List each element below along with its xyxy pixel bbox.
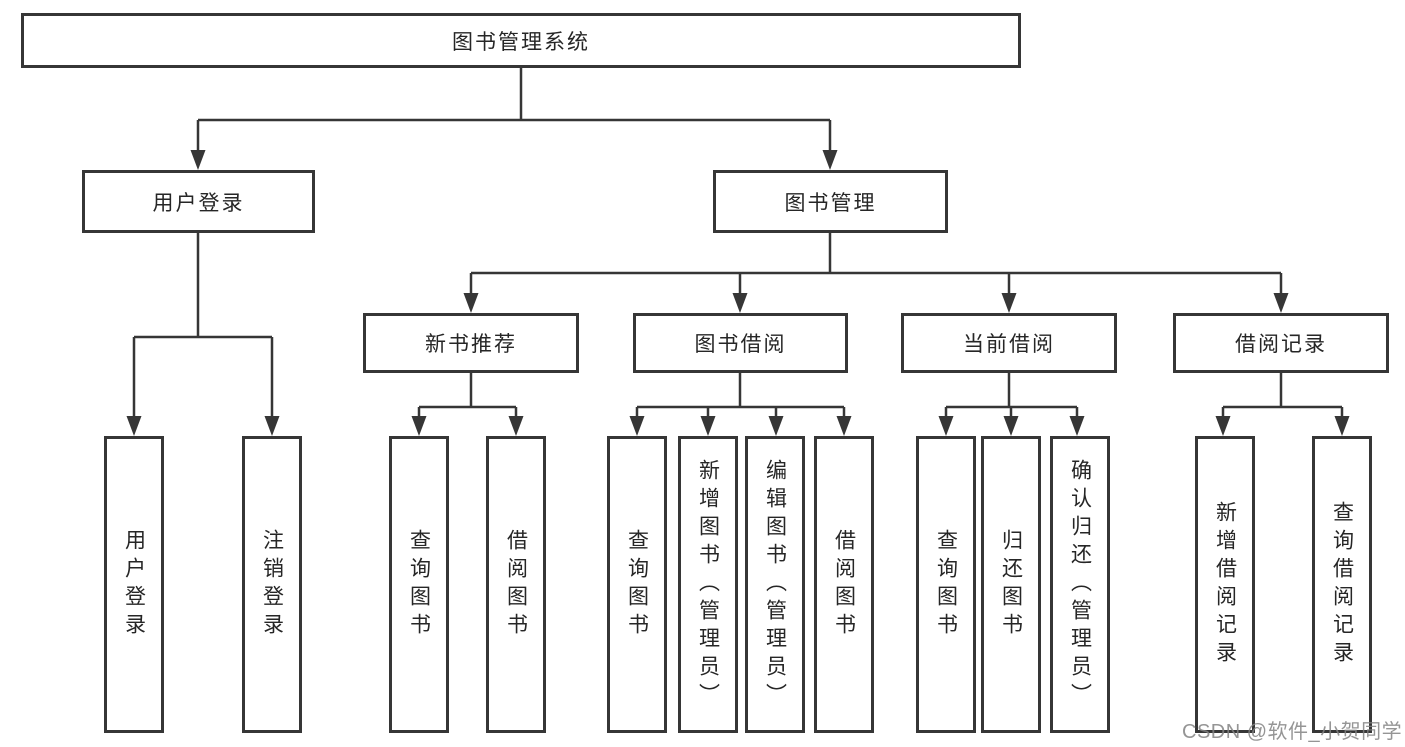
connector-recommend-to-leaves	[411, 373, 524, 436]
leaf-current-query-books-node: 查询图书	[916, 436, 976, 733]
leaf-record-add-borrow-record-node: 新增借阅记录	[1195, 436, 1255, 733]
leaf-recommend-query-books-label: 查询图书	[407, 528, 431, 641]
leaf-borrow-query-books-label: 查询图书	[625, 528, 649, 641]
leaf-record-add-borrow-record-label: 新增借阅记录	[1213, 500, 1237, 669]
book-borrow-node: 图书借阅	[633, 313, 848, 373]
user-login-branch-node: 用户登录	[82, 170, 315, 233]
book-management-branch-label: 图书管理	[784, 191, 877, 215]
leaf-borrow-edit-books-admin-node: 编辑图书（管理员）	[745, 436, 805, 733]
book-borrow-label: 图书借阅	[694, 333, 787, 356]
leaf-record-query-borrow-record-node: 查询借阅记录	[1312, 436, 1372, 733]
root-node: 图书管理系统	[21, 13, 1021, 68]
root-node-label: 图书管理系统	[452, 30, 590, 54]
connector-record-to-leaves	[1215, 373, 1350, 436]
leaf-logout-node: 注销登录	[242, 436, 302, 733]
leaf-current-return-books-label: 归还图书	[999, 528, 1023, 641]
user-login-branch-label: 用户登录	[152, 191, 245, 215]
leaf-current-confirm-return-admin-label: 确认归还（管理员）	[1068, 458, 1092, 711]
leaf-logout-label: 注销登录	[260, 528, 284, 641]
leaf-recommend-borrow-books-node: 借阅图书	[486, 436, 546, 733]
book-management-branch-node: 图书管理	[713, 170, 948, 233]
current-borrow-node: 当前借阅	[901, 313, 1117, 373]
current-borrow-label: 当前借阅	[963, 333, 1055, 356]
borrow-record-label: 借阅记录	[1235, 333, 1327, 356]
leaf-record-query-borrow-record-label: 查询借阅记录	[1330, 500, 1354, 669]
connector-current-to-leaves	[938, 373, 1085, 436]
leaf-current-confirm-return-admin-node: 确认归还（管理员）	[1050, 436, 1110, 733]
borrow-record-node: 借阅记录	[1173, 313, 1389, 373]
connector-management-to-sections	[463, 233, 1289, 313]
leaf-borrow-borrow-books-label: 借阅图书	[832, 528, 856, 641]
leaf-current-query-books-label: 查询图书	[934, 528, 958, 641]
leaf-borrow-add-books-admin-label: 新增图书（管理员）	[696, 458, 720, 711]
leaf-borrow-edit-books-admin-label: 编辑图书（管理员）	[763, 458, 787, 711]
leaf-user-login-node: 用户登录	[104, 436, 164, 733]
leaf-borrow-add-books-admin-node: 新增图书（管理员）	[678, 436, 738, 733]
leaf-user-login-label: 用户登录	[122, 528, 146, 641]
leaf-borrow-borrow-books-node: 借阅图书	[814, 436, 874, 733]
new-book-recommend-node: 新书推荐	[363, 313, 579, 373]
leaf-borrow-query-books-node: 查询图书	[607, 436, 667, 733]
leaf-recommend-query-books-node: 查询图书	[389, 436, 449, 733]
leaf-recommend-borrow-books-label: 借阅图书	[504, 528, 528, 641]
connector-root-to-branches	[190, 68, 838, 170]
connector-login-to-leaves	[126, 233, 280, 436]
csdn-watermark: CSDN @软件_小贺同学	[1182, 721, 1403, 743]
new-book-recommend-label: 新书推荐	[425, 333, 517, 356]
connector-borrow-to-leaves	[629, 373, 852, 436]
leaf-current-return-books-node: 归还图书	[981, 436, 1041, 733]
